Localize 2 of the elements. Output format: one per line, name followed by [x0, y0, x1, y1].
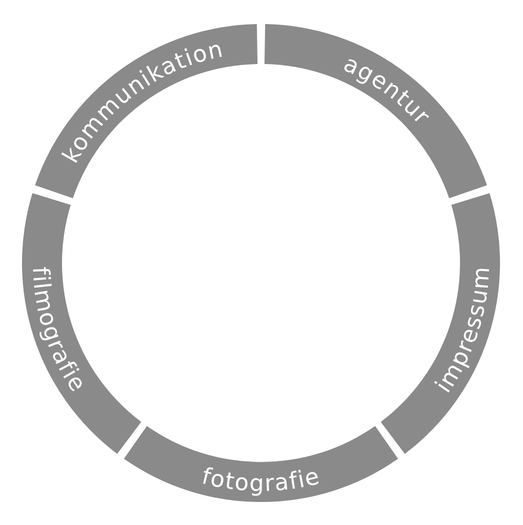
menu-segment — [124, 426, 398, 502]
segment-label: fotografie — [199, 464, 323, 498]
